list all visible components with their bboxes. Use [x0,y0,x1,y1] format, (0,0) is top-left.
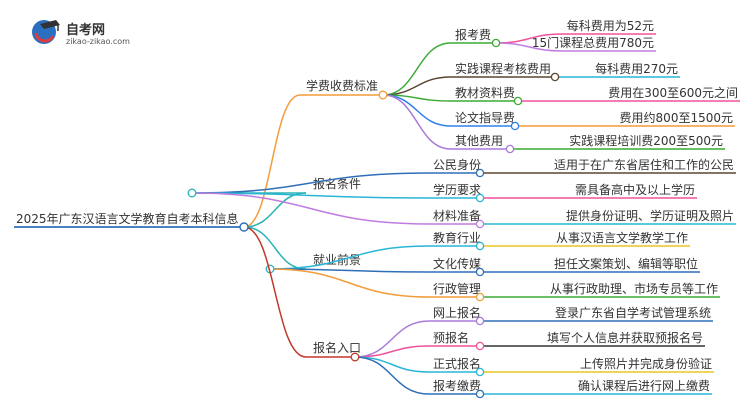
leaf-topic: 15门课程总费用780元 [532,35,654,50]
child-topic: 网上报名 [433,305,481,320]
branch-link [243,226,307,270]
leaf-topic: 上传照片并完成身份验证 [580,356,712,371]
logo-site: zikao-zikao.com [66,37,130,46]
child-topic: 材料准备 [433,209,481,223]
child-topic: 教育行业 [433,230,481,245]
leaf-topic: 担任文案策划、编辑等职位 [554,256,698,271]
child-node-dot [475,316,485,326]
branch-node-dot [378,90,388,100]
child-topic: 报考费 [455,27,491,42]
child-link [382,42,452,96]
child-node-dot [475,193,485,203]
site-logo[interactable]: 自考网 zikao-zikao.com [30,16,140,50]
child-node-dot [510,121,520,131]
child-link [269,268,430,273]
leaf-topic: 提供身份证明、学历证明及照片 [566,208,734,223]
branch-node-dot [187,188,197,198]
child-node-dot [475,267,485,277]
child-node-dot [475,168,485,178]
branch-node-dot [350,352,360,362]
child-link [382,94,452,150]
leaf-topic: 每科费用270元 [595,61,678,76]
child-topic: 正式报名 [433,356,481,371]
leaf-topic: 费用在300至600元之间 [608,86,738,100]
logo-brand: 自考网 [66,23,106,38]
child-link [191,192,430,225]
child-topic: 论文指导费 [455,110,515,125]
leaf-topic: 实践课程培训费200至500元 [569,133,723,148]
child-node-dot [475,241,485,251]
child-node-dot [505,144,515,154]
leaf-topic: 费用约800至1500元 [620,110,733,125]
child-link [269,268,430,298]
leaf-topic: 适用于在广东省居住和工作的公民 [554,157,734,172]
branch-link [243,226,307,358]
child-node-dot [475,341,485,351]
child-node-dot [475,367,485,377]
child-node-dot [475,219,485,229]
child-topic: 教材资料费 [455,85,515,100]
child-topic: 实践课程考核费用 [455,61,551,76]
child-node-dot [550,72,560,82]
leaf-topic: 填写个人信息并获取预报名号 [547,330,703,345]
child-link [354,356,430,395]
leaf-topic: 登录广东省自学考试管理系统 [555,305,711,320]
child-topic: 其他费用 [455,134,503,148]
branch-topic: 学费收费标准 [306,78,378,93]
child-node-dot [475,389,485,399]
root-node-dot [239,222,249,232]
leaf-topic: 从事汉语言文学教学工作 [556,230,688,245]
child-topic: 学历要求 [433,182,481,197]
leaf-topic: 从事行政助理、市场专员等工作 [550,281,718,296]
child-topic: 行政管理 [433,281,481,296]
child-topic: 预报名 [433,330,469,345]
child-link [191,172,430,194]
root-topic: 2025年广东汉语言文学教育自考本科信息 [16,211,239,226]
child-node-dot [491,38,501,48]
child-topic: 公民身份 [433,157,481,172]
branch-link [243,192,307,228]
leaf-topic: 每科费用为52元 [567,18,654,33]
child-node-dot [475,292,485,302]
child-link [354,356,430,373]
leaf-topic: 需具备高中及以上学历 [575,182,695,197]
graduation-cap-icon [32,20,60,44]
child-link [269,245,430,270]
branch-link [243,94,301,228]
child-topic: 文化传媒 [433,256,481,271]
leaf-topic: 确认课程后进行网上缴费 [578,378,710,393]
child-link [382,76,452,96]
child-link [354,320,430,358]
branch-topic: 报名条件 [313,176,361,191]
branch-topic: 报名入口 [313,340,361,355]
leaf-link [495,42,564,52]
child-node-dot [513,96,523,106]
child-link [191,192,430,199]
child-topic: 报考缴费 [433,378,481,393]
